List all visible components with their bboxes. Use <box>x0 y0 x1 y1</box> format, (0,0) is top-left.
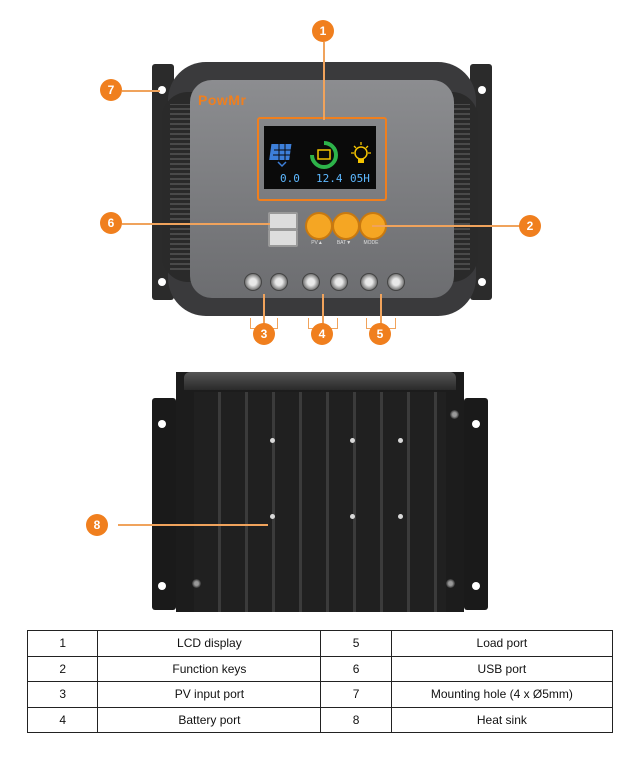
callout-badge-8: 8 <box>86 514 108 536</box>
battery-terminal-positive[interactable] <box>302 273 320 291</box>
legend-label: PV input port <box>97 681 322 708</box>
legend-label: Function keys <box>97 655 322 682</box>
mounting-hole <box>478 278 486 286</box>
legend-number: 5 <box>320 630 392 657</box>
legend-label: Battery port <box>97 706 322 733</box>
key-label: MODE <box>363 240 379 246</box>
lcd-highlight-frame <box>257 117 387 201</box>
table-row: 3 PV input port 7 Mounting hole (4 x Ø5m… <box>26 681 614 708</box>
key-label: BAT▼ <box>336 240 352 246</box>
rivet <box>350 438 355 443</box>
load-readout: 05H <box>350 172 370 185</box>
table-row: 1 LCD display 5 Load port <box>26 630 614 657</box>
rivet <box>398 514 403 519</box>
mounting-hole <box>478 86 486 94</box>
callout-line-3 <box>263 294 265 328</box>
callout-badge-6: 6 <box>100 212 122 234</box>
legend-number: 4 <box>26 706 99 733</box>
legend-number: 3 <box>26 681 99 708</box>
mounting-hole <box>158 420 166 428</box>
load-terminal-positive[interactable] <box>360 273 378 291</box>
legend-label: Mounting hole (4 x Ø5mm) <box>390 681 614 708</box>
usb-port[interactable] <box>268 212 298 230</box>
callout-line-8 <box>118 524 268 526</box>
callout-badge-2: 2 <box>519 215 541 237</box>
light-bulb-icon <box>351 142 371 163</box>
callout-badge-1: 1 <box>312 20 334 42</box>
pv-readout: 0.0 <box>280 172 300 185</box>
screw <box>450 410 459 419</box>
legend-number: 1 <box>26 630 99 657</box>
callout-line-7 <box>122 90 160 92</box>
callout-badge-5: 5 <box>369 323 391 345</box>
legend-label: USB port <box>390 655 614 682</box>
callout-line-5 <box>380 294 382 328</box>
mounting-hole <box>472 420 480 428</box>
brand-logo: PowMr <box>198 92 247 108</box>
battery-cycle-icon <box>310 141 338 169</box>
screw <box>192 579 201 588</box>
rivet <box>270 514 275 519</box>
legend-label: LCD display <box>97 630 322 657</box>
callout-line-2 <box>372 225 520 227</box>
table-row: 4 Battery port 8 Heat sink <box>26 706 614 733</box>
heat-sink-top <box>184 372 456 390</box>
solar-panel-icon <box>269 144 292 168</box>
callout-badge-4: 4 <box>311 323 333 345</box>
callout-line-1 <box>323 42 325 120</box>
rivet <box>398 438 403 443</box>
load-terminal-negative[interactable] <box>387 273 405 291</box>
function-key-bat[interactable] <box>332 212 360 240</box>
callout-badge-7: 7 <box>100 79 122 101</box>
key-label: PV▲ <box>311 240 323 246</box>
mounting-bracket-right <box>464 398 488 610</box>
callout-badge-3: 3 <box>253 323 275 345</box>
legend-label: Load port <box>390 630 614 657</box>
table-row: 2 Function keys 6 USB port <box>26 655 614 682</box>
heat-sink-fins <box>194 392 446 612</box>
callout-line-6 <box>122 223 270 225</box>
legend-number: 2 <box>26 655 99 682</box>
usb-port[interactable] <box>268 229 298 247</box>
mounting-hole <box>158 582 166 590</box>
function-key-pv[interactable] <box>305 212 333 240</box>
legend-number: 6 <box>320 655 392 682</box>
legend-number: 8 <box>320 706 392 733</box>
mounting-hole <box>158 86 166 94</box>
mounting-bracket-left <box>152 398 176 610</box>
legend-label: Heat sink <box>390 706 614 733</box>
legend-table: 1 LCD display 5 Load port 2 Function key… <box>26 630 614 733</box>
mounting-hole <box>472 582 480 590</box>
rivet <box>270 438 275 443</box>
pv-terminal-positive[interactable] <box>244 273 262 291</box>
front-panel <box>190 80 454 298</box>
rivet <box>350 514 355 519</box>
legend-number: 7 <box>320 681 392 708</box>
pv-terminal-negative[interactable] <box>270 273 288 291</box>
battery-readout: 12.4 <box>316 172 343 185</box>
battery-terminal-negative[interactable] <box>330 273 348 291</box>
mounting-hole <box>158 278 166 286</box>
screw <box>446 579 455 588</box>
callout-line-4 <box>322 294 324 328</box>
